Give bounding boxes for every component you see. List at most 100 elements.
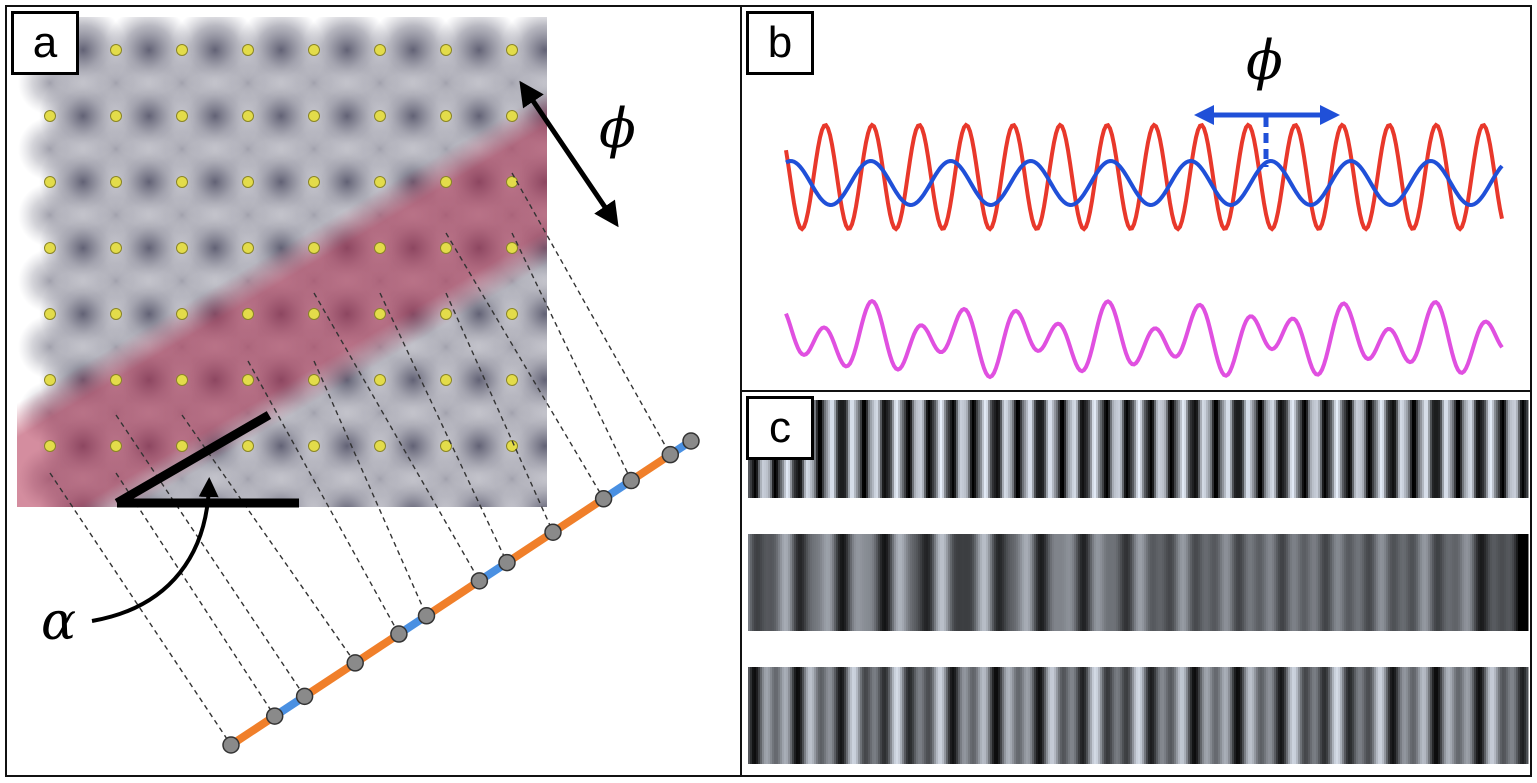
lattice-atom [242, 110, 254, 122]
lattice-shadow [282, 447, 346, 507]
lattice-shadow [18, 513, 82, 577]
lattice-atom [176, 242, 188, 254]
lattice-atom [110, 308, 122, 320]
lattice-atom [308, 44, 320, 56]
projection-segment [302, 659, 358, 700]
lattice-atom [44, 440, 56, 452]
lattice-shadow [150, 117, 214, 181]
lattice-shadow [348, 513, 412, 577]
magenta-wave [784, 298, 1504, 380]
phi-symbol-b: ϕ [1246, 29, 1283, 92]
lattice-atom [308, 242, 320, 254]
lattice-atom [374, 176, 386, 188]
lattice-shadow [216, 447, 280, 507]
lattice-atom [506, 374, 518, 386]
panel-label-a-text: a [32, 18, 58, 67]
lattice-atom [506, 44, 518, 56]
stripe-band [17, 28, 547, 507]
lattice-shadow [84, 513, 148, 577]
panel-a-drawing: α ϕ [17, 17, 700, 754]
projection-node [346, 654, 364, 672]
lattice-shadow [216, 117, 280, 181]
panel-c: c [740, 390, 1532, 777]
lattice-shadow [150, 183, 214, 247]
panel-c-drawing [748, 400, 1529, 764]
projection-node [682, 432, 700, 450]
lattice-atom [374, 308, 386, 320]
lattice-atom [176, 44, 188, 56]
lattice-atom [176, 308, 188, 320]
projection-line [247, 360, 400, 635]
lattice-atom [110, 242, 122, 254]
lattice-shadow [282, 117, 346, 181]
projection-node [544, 523, 562, 541]
projection-axis [222, 432, 700, 754]
lattice-shadow [84, 117, 148, 181]
lattice-atom [44, 374, 56, 386]
lattice-atom [374, 44, 386, 56]
lattice-shadow [414, 381, 478, 445]
lattice-atom [308, 110, 320, 122]
projection-node [417, 607, 436, 625]
lattice-atom [176, 440, 188, 452]
lattice-atom [374, 242, 386, 254]
stripe-rect [17, 28, 547, 507]
lattice-atom [440, 110, 452, 122]
lattice-atom [506, 308, 518, 320]
lattice-shadow [348, 117, 412, 181]
lattice-atom [44, 308, 56, 320]
projection-line [445, 292, 554, 533]
lattice-shadow [216, 513, 280, 577]
red-wave [784, 122, 1504, 232]
lattice-shadow [480, 381, 544, 445]
projection-node [498, 553, 516, 572]
lattice-shadow [414, 447, 478, 507]
lattice-atom [44, 176, 56, 188]
lattice-atom [308, 308, 320, 320]
projection-segment [504, 528, 556, 566]
lattice-atom [242, 242, 254, 254]
lattice-atom [110, 440, 122, 452]
blue-wave [785, 158, 1504, 208]
lattice-atom [242, 44, 254, 56]
fringe-strip-middle [748, 534, 1529, 631]
projection-line [181, 414, 356, 664]
lattice-shadow [480, 315, 544, 379]
projection-segment [424, 577, 482, 620]
lattice-atom [44, 242, 56, 254]
lattice-shadow [84, 51, 148, 115]
lattice-shadow [18, 117, 82, 181]
projection-line [379, 292, 508, 563]
lattice-atom [176, 374, 188, 386]
projection-line [445, 232, 605, 500]
lattice-atom [506, 110, 518, 122]
lattice-shadow [282, 51, 346, 115]
lattice-shadow [216, 183, 280, 247]
lattice-atom [374, 440, 386, 452]
lattice-atom [242, 374, 254, 386]
projection-lines [49, 172, 671, 746]
lattice-atom [242, 440, 254, 452]
panel-b: ϕ b [740, 5, 1532, 392]
lattice-atom [110, 374, 122, 386]
lattice-shadow [150, 51, 214, 115]
lattice-atom [176, 110, 188, 122]
lattice-atom [44, 110, 56, 122]
fringe-strip-bottom [748, 667, 1529, 764]
lattice-shadow [348, 381, 412, 445]
lattice-atoms [44, 44, 518, 452]
projection-line [511, 232, 632, 481]
angle-tilted-bar [114, 411, 272, 507]
projection-node [594, 490, 613, 508]
fringe-strip-top [748, 400, 1529, 498]
lattice-shadow [282, 513, 346, 577]
lattice-atom [440, 176, 452, 188]
panel-label-a: a [11, 11, 79, 75]
projection-segment [550, 495, 606, 536]
phi-double-arrow [519, 80, 619, 228]
projection-node [390, 625, 408, 643]
lattice-shadow [480, 447, 544, 507]
lattice-atom [308, 176, 320, 188]
lattice-atom [110, 110, 122, 122]
lattice-atom [242, 308, 254, 320]
